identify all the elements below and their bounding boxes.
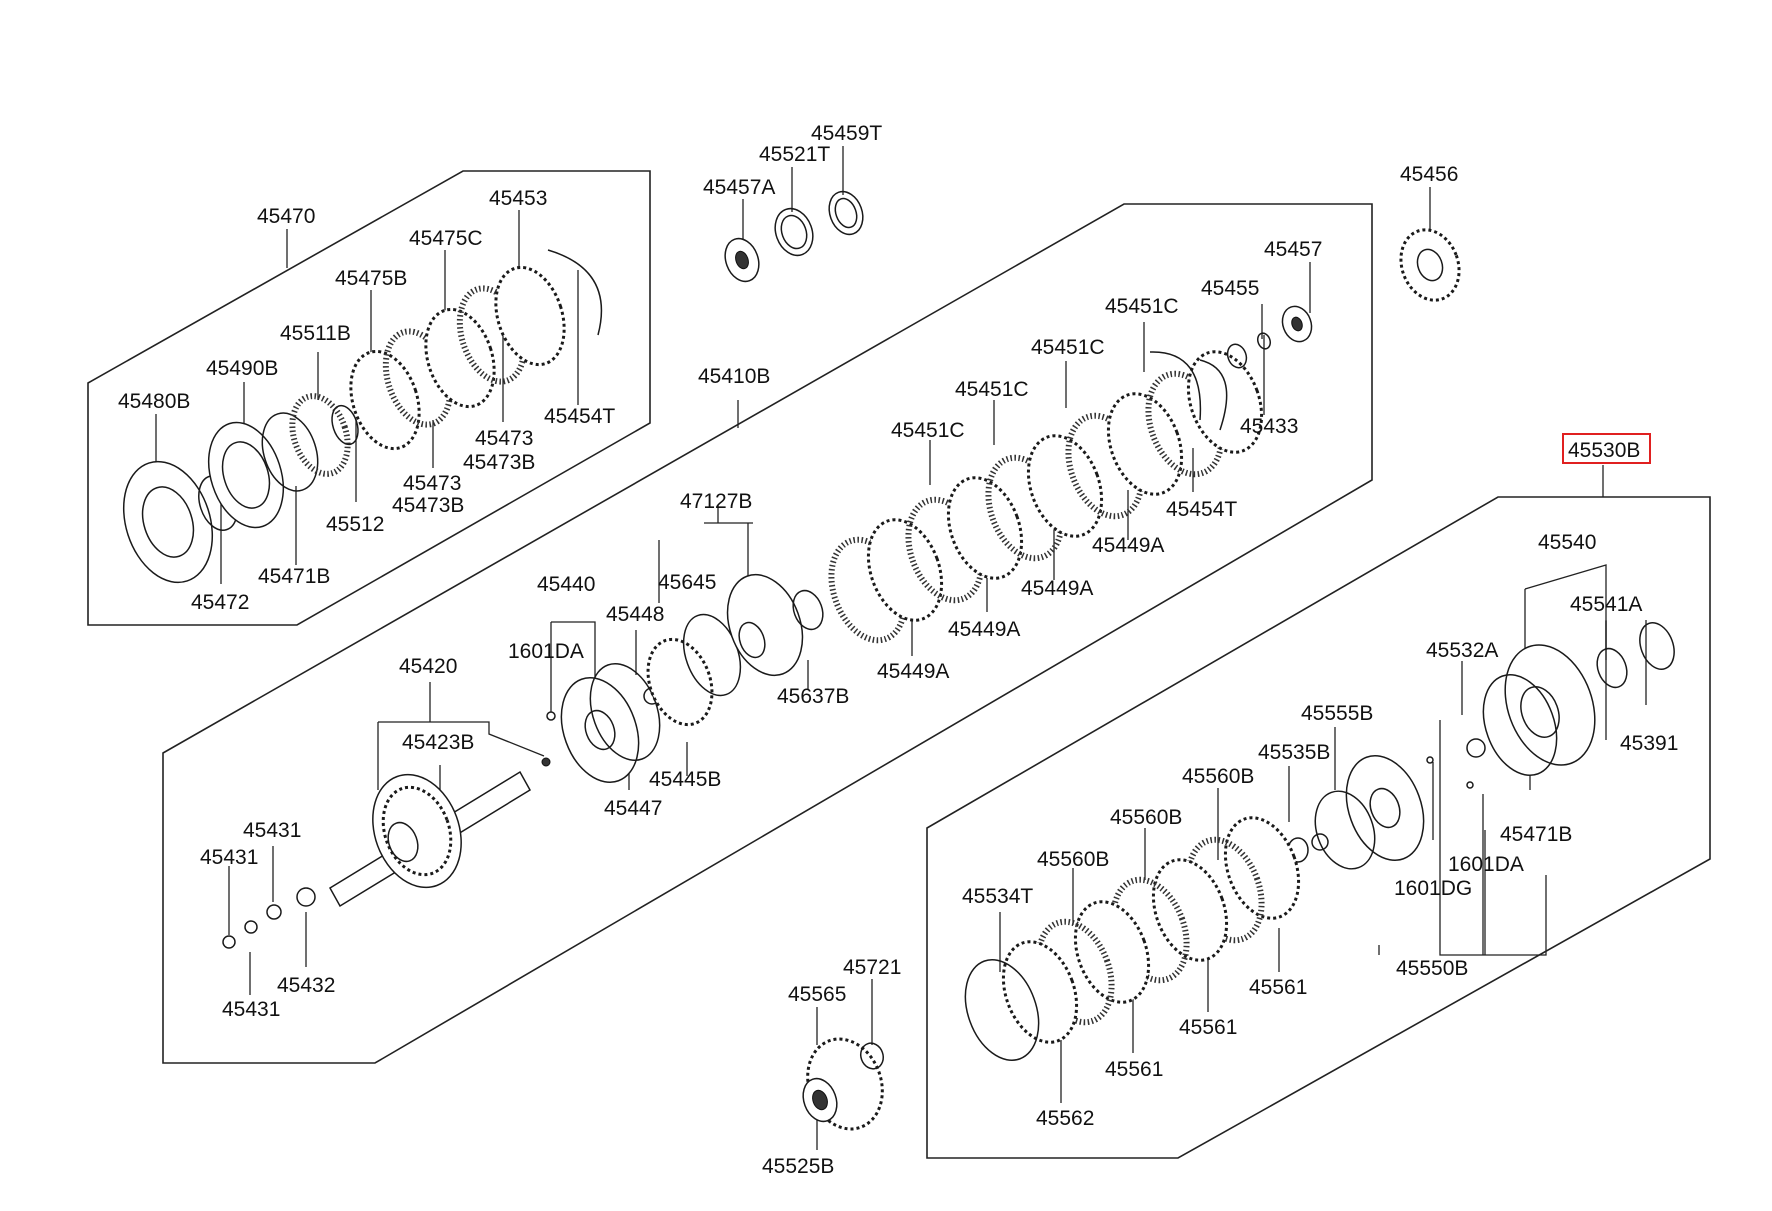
label-45475C[interactable]: 45475C xyxy=(409,227,483,250)
label-45525B[interactable]: 45525B xyxy=(762,1155,834,1178)
label-1601DG[interactable]: 1601DG xyxy=(1394,877,1472,900)
label-45541A[interactable]: 45541A xyxy=(1570,593,1642,616)
highlight-box xyxy=(1562,433,1651,464)
label-45480B[interactable]: 45480B xyxy=(118,390,190,413)
label-45433[interactable]: 45433 xyxy=(1240,415,1298,438)
label-45490B[interactable]: 45490B xyxy=(206,357,278,380)
label-45440[interactable]: 45440 xyxy=(537,573,595,596)
label-45447[interactable]: 45447 xyxy=(604,797,662,820)
label-45448[interactable]: 45448 xyxy=(606,603,664,626)
label-45561[interactable]: 45561 xyxy=(1105,1058,1163,1081)
label-45540[interactable]: 45540 xyxy=(1538,531,1596,554)
label-45453[interactable]: 45453 xyxy=(489,187,547,210)
label-45445B[interactable]: 45445B xyxy=(649,768,721,791)
label-45511B[interactable]: 45511B xyxy=(280,322,351,345)
label-45645[interactable]: 45645 xyxy=(658,571,716,594)
label-45454T[interactable]: 45454T xyxy=(544,405,615,428)
label-45455[interactable]: 45455 xyxy=(1201,277,1259,300)
label-45431[interactable]: 45431 xyxy=(243,819,301,842)
label-45457A[interactable]: 45457A xyxy=(703,176,775,199)
label-45451C[interactable]: 45451C xyxy=(1105,295,1179,318)
label-45470[interactable]: 45470 xyxy=(257,205,315,228)
label-45457[interactable]: 45457 xyxy=(1264,238,1322,261)
frame-45530B-group xyxy=(926,496,1711,1159)
label-45423B[interactable]: 45423B xyxy=(402,731,474,754)
label-45534T[interactable]: 45534T xyxy=(962,885,1033,908)
label-1601DA[interactable]: 1601DA xyxy=(508,640,584,663)
parts-45470-group xyxy=(122,249,603,584)
label-45449A[interactable]: 45449A xyxy=(877,660,949,683)
label-45521T[interactable]: 45521T xyxy=(759,143,830,166)
label-45562[interactable]: 45562 xyxy=(1036,1107,1094,1130)
label-45473B[interactable]: 45473B xyxy=(463,451,535,474)
label-45560B[interactable]: 45560B xyxy=(1182,765,1254,788)
label-45555B[interactable]: 45555B xyxy=(1301,702,1373,725)
label-45391[interactable]: 45391 xyxy=(1620,732,1678,755)
part-labels: 45459T 45521T 45457A 45456 45470 45453 4… xyxy=(118,122,1678,1178)
frame-45410B-group xyxy=(162,203,1373,1064)
label-45451C[interactable]: 45451C xyxy=(891,419,965,442)
label-45449A[interactable]: 45449A xyxy=(1021,577,1093,600)
label-45459T[interactable]: 45459T xyxy=(811,122,882,145)
label-45472[interactable]: 45472 xyxy=(191,591,249,614)
label-45431[interactable]: 45431 xyxy=(200,846,258,869)
label-45561[interactable]: 45561 xyxy=(1179,1016,1237,1039)
label-45475B[interactable]: 45475B xyxy=(335,267,407,290)
label-45420[interactable]: 45420 xyxy=(399,655,457,678)
parts-bottom-small xyxy=(802,1037,885,1131)
label-45535B[interactable]: 45535B xyxy=(1258,741,1330,764)
label-45449A[interactable]: 45449A xyxy=(948,618,1020,641)
label-45473[interactable]: 45473 xyxy=(403,472,461,495)
label-45449A[interactable]: 45449A xyxy=(1092,534,1164,557)
label-45637B[interactable]: 45637B xyxy=(777,685,849,708)
label-45456[interactable]: 45456 xyxy=(1400,163,1458,186)
label-45512[interactable]: 45512 xyxy=(326,513,384,536)
label-45473B[interactable]: 45473B xyxy=(392,494,464,517)
label-45561[interactable]: 45561 xyxy=(1249,976,1307,999)
label-45565[interactable]: 45565 xyxy=(788,983,846,1006)
frame-45470-group xyxy=(87,170,651,626)
label-45560B[interactable]: 45560B xyxy=(1037,848,1109,871)
label-45451C[interactable]: 45451C xyxy=(1031,336,1105,359)
label-45471B[interactable]: 45471B xyxy=(258,565,330,588)
label-45471B[interactable]: 45471B xyxy=(1500,823,1572,846)
label-45532A[interactable]: 45532A xyxy=(1426,639,1498,662)
label-45530B[interactable]: 45530B xyxy=(1568,439,1640,462)
label-1601DA[interactable]: 1601DA xyxy=(1448,853,1524,876)
label-45550B[interactable]: 45550B xyxy=(1396,957,1468,980)
parts-45530B-group xyxy=(964,622,1675,1061)
label-45560B[interactable]: 45560B xyxy=(1110,806,1182,829)
parts-top-small xyxy=(724,190,1461,302)
parts-45410B-group xyxy=(222,305,1313,949)
label-47127B[interactable]: 47127B xyxy=(680,490,752,513)
label-45721[interactable]: 45721 xyxy=(843,956,901,979)
label-45454T[interactable]: 45454T xyxy=(1166,498,1237,521)
label-45410B[interactable]: 45410B xyxy=(698,365,770,388)
label-45473[interactable]: 45473 xyxy=(475,427,533,450)
label-45431[interactable]: 45431 xyxy=(222,998,280,1021)
label-45432[interactable]: 45432 xyxy=(277,974,335,997)
label-45451C[interactable]: 45451C xyxy=(955,378,1029,401)
